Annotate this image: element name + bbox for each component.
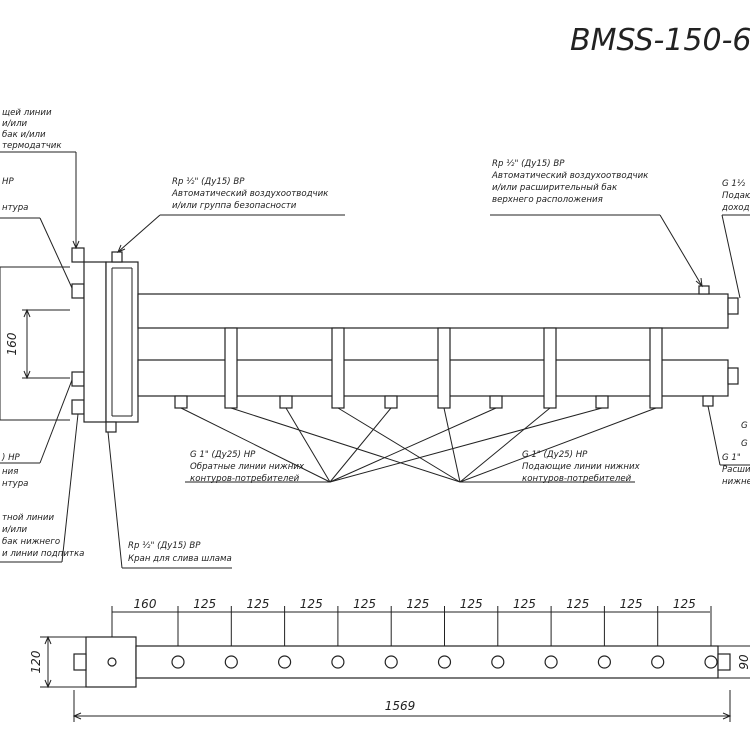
callout-air-vent-left: Rp ½" (Ду15) ВР Автоматический воздухоот… bbox=[171, 177, 331, 211]
top-view-header bbox=[135, 645, 719, 679]
callout-left-low: ) НР ния нтура bbox=[1, 453, 28, 489]
outlet-circle bbox=[224, 655, 238, 669]
supply-branches bbox=[224, 327, 663, 409]
outlet-circle bbox=[704, 655, 718, 669]
dim-spacing-label: 125 bbox=[353, 597, 376, 611]
callout-left-mid: НР нтура bbox=[2, 177, 28, 213]
dim-spacing-label: 125 bbox=[566, 597, 589, 611]
dim-labels: 160 125 125 125 125 125 125 125 125 125 125 bbox=[134, 597, 696, 611]
dim-height-right: 90 bbox=[737, 654, 750, 670]
right-bottom-stub bbox=[702, 395, 714, 407]
outlet-circle bbox=[491, 655, 505, 669]
drain-stub bbox=[105, 421, 117, 433]
dim-spacing-label: 125 bbox=[300, 597, 323, 611]
top-view-outlets bbox=[171, 655, 718, 669]
supply-leaders bbox=[230, 407, 657, 483]
callout-return-lines: G 1" (Ду25) НР Обратные линии нижних кон… bbox=[190, 450, 307, 484]
outlet-circle bbox=[331, 655, 345, 669]
outlet-circle bbox=[384, 655, 398, 669]
dim-spacing-label: 125 bbox=[246, 597, 269, 611]
outlet-circle bbox=[171, 655, 185, 669]
top-view-left-port bbox=[73, 653, 87, 671]
dim-side-gap: 160 bbox=[5, 332, 19, 355]
left-port-bottom bbox=[71, 399, 85, 415]
callout-drain: Rp ½" (Ду15) ВР Кран для слива шлама bbox=[128, 541, 232, 564]
dim-spacing-label: 125 bbox=[406, 597, 429, 611]
dim-total-length: 1569 bbox=[385, 699, 416, 713]
outlet-circle bbox=[544, 655, 558, 669]
return-stubs bbox=[174, 395, 609, 409]
outlet-circle bbox=[437, 655, 452, 669]
callout-right-top: G 1½ Подающ доход bbox=[721, 179, 750, 213]
outlet-circle bbox=[278, 655, 292, 669]
callout-supply-lines: G 1" (Ду25) НР Подающие линии нижних кон… bbox=[522, 450, 642, 484]
model-title: BMSS-150-6 bbox=[570, 23, 750, 58]
dim-spacing-label: 125 bbox=[673, 597, 696, 611]
dim-spacing-label: 125 bbox=[460, 597, 483, 611]
supply-header-pipe bbox=[137, 293, 729, 329]
left-port-upper bbox=[71, 283, 85, 299]
right-port-bottom bbox=[727, 367, 739, 385]
outlet-circle bbox=[597, 655, 612, 669]
top-view-vent bbox=[107, 657, 117, 667]
outlet-circle bbox=[651, 655, 665, 669]
dim-spacing-label: 125 bbox=[193, 597, 216, 611]
dim-spacing-label: 160 bbox=[134, 597, 157, 611]
separator-body bbox=[105, 261, 139, 423]
dim-spacing-label: 125 bbox=[513, 597, 536, 611]
callout-left-bottom: тной линии и/или бак нижнего и линии под… bbox=[2, 513, 84, 559]
left-port-lower bbox=[71, 371, 85, 387]
callout-air-vent-right: Rp ½" (Ду15) ВР Автоматический воздухоот… bbox=[491, 159, 651, 205]
callout-right-low: G 1" Расши нижнег bbox=[722, 453, 750, 487]
top-view-right-port bbox=[717, 653, 731, 671]
right-vent-stub bbox=[698, 285, 710, 295]
top-vent-stub bbox=[111, 251, 123, 263]
dim-spacing-label: 125 bbox=[620, 597, 643, 611]
separator-flange bbox=[83, 261, 107, 423]
right-port-top bbox=[727, 297, 739, 315]
dim-height-left: 120 bbox=[29, 650, 43, 673]
return-leaders bbox=[180, 407, 603, 483]
callout-left-top: щей линии и/или бак и/или термодатчик bbox=[2, 108, 62, 151]
left-port-top bbox=[71, 247, 85, 263]
callout-right-mid: G G bbox=[741, 421, 750, 449]
